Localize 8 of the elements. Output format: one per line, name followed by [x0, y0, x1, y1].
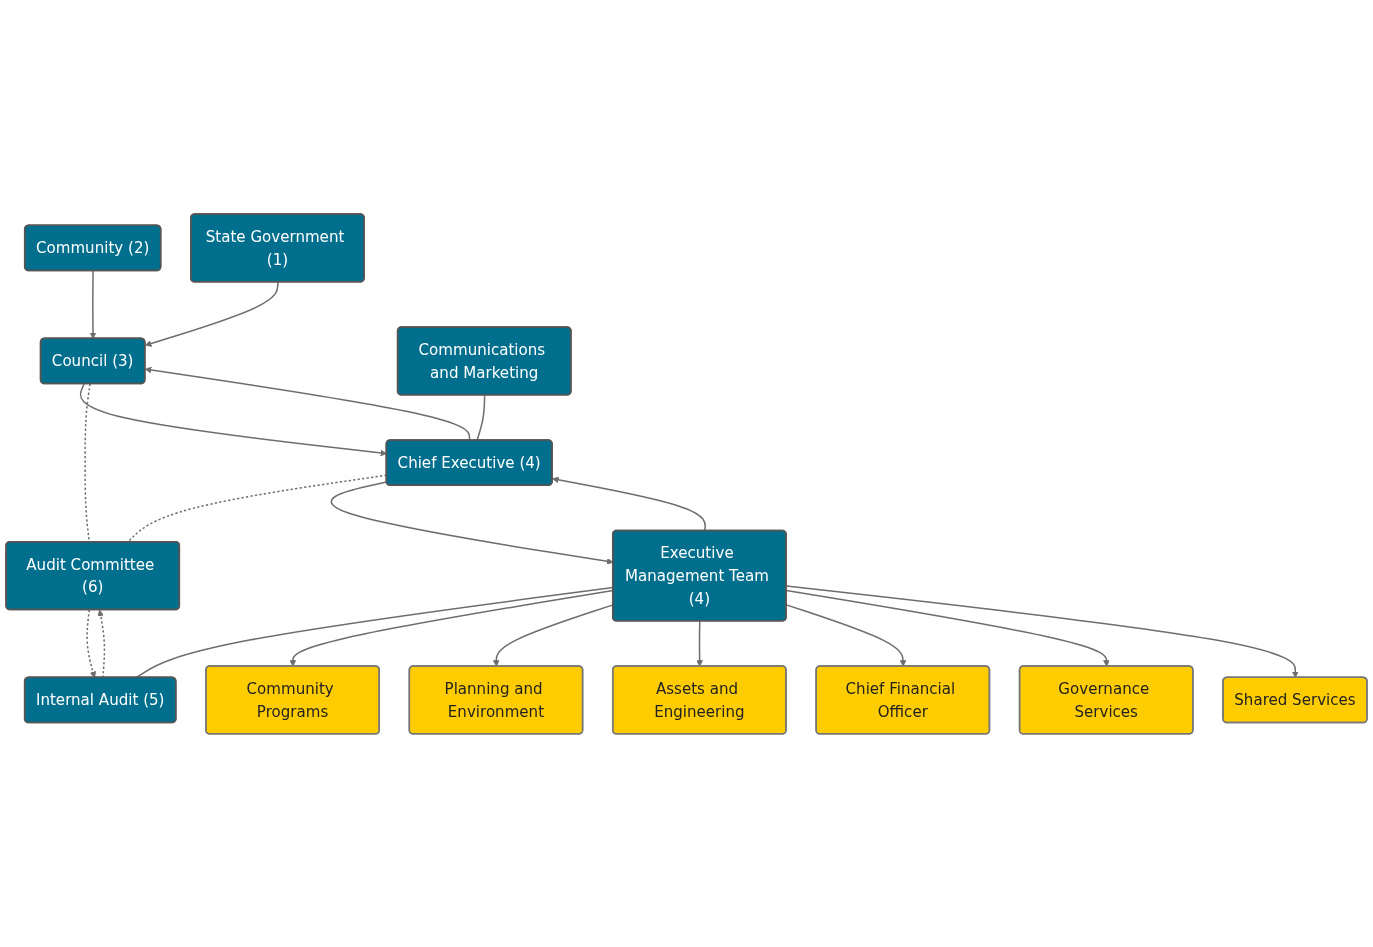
arrow — [696, 620, 703, 667]
arrow — [86, 608, 97, 678]
arrow — [144, 366, 471, 441]
arrow — [144, 281, 279, 347]
arrow — [552, 476, 706, 532]
arrow — [89, 269, 97, 339]
arrow — [79, 382, 387, 456]
connector — [476, 394, 486, 441]
